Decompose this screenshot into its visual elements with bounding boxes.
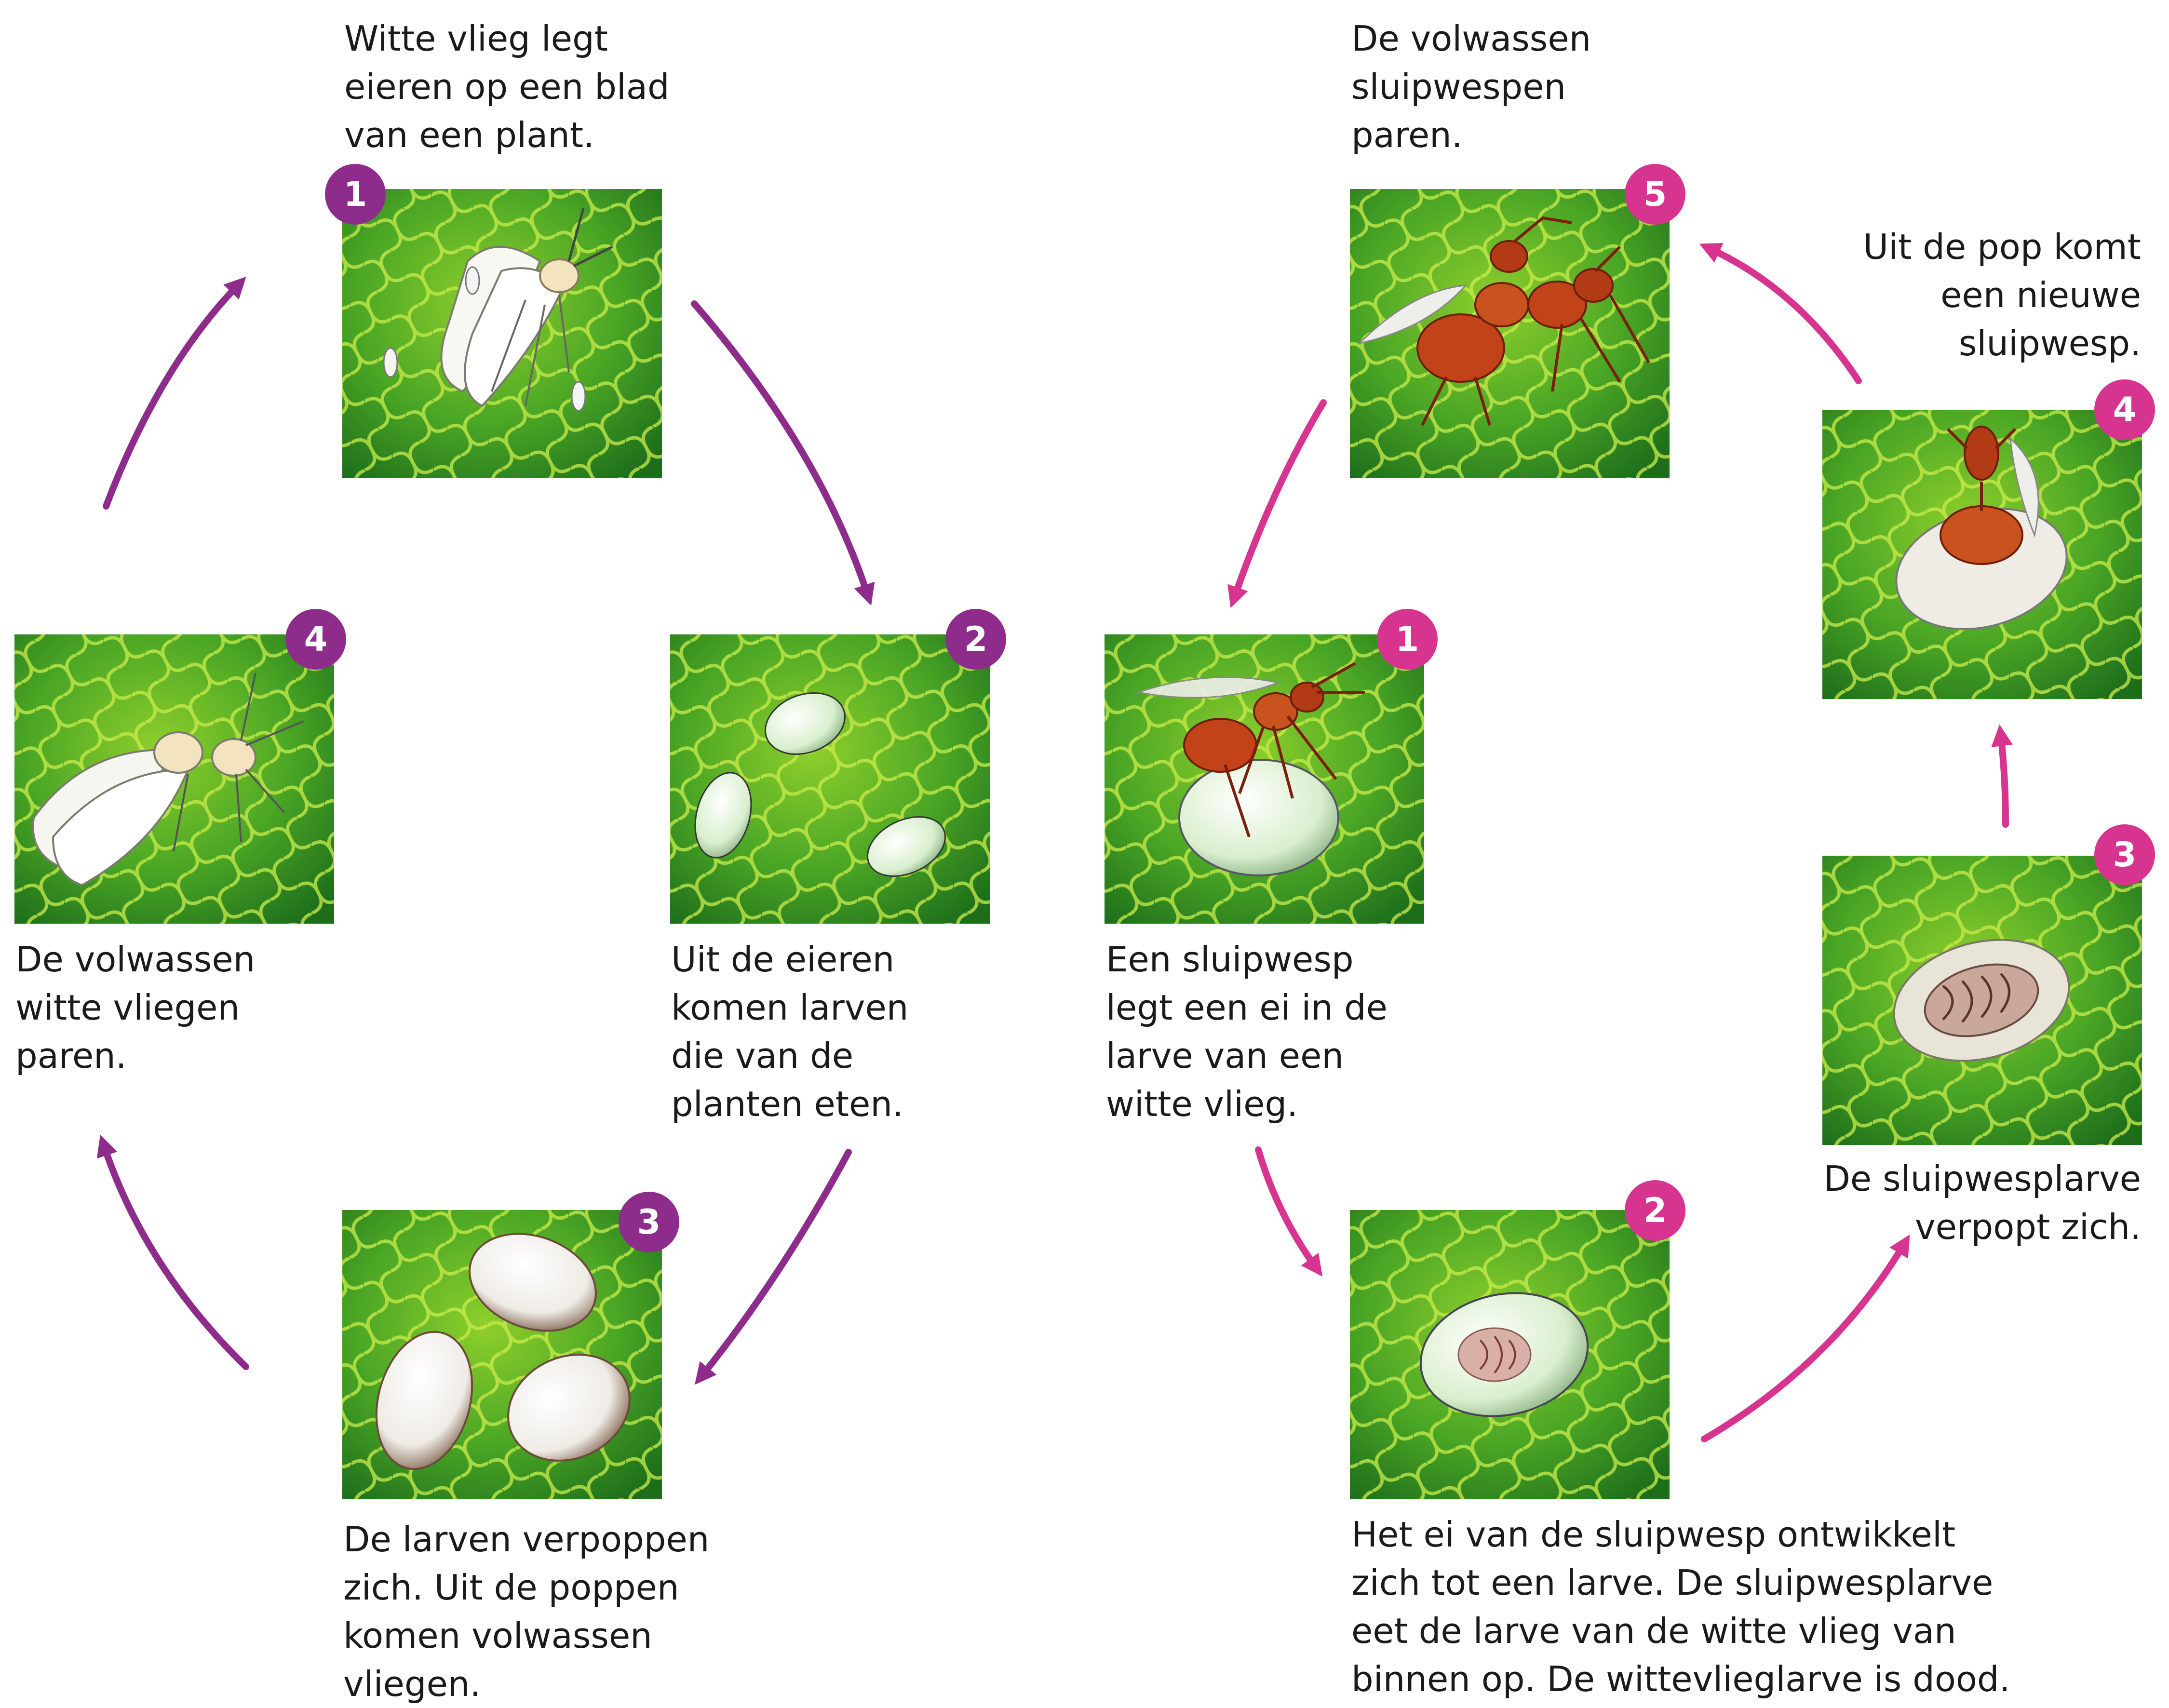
arrow-2-to-3 <box>694 1149 852 1385</box>
whitefly-step-1-badge: 1 <box>325 164 386 225</box>
wasp-step-2-caption: Het ei van de sluipwesp ontwikkelt zich … <box>1351 1514 2010 1699</box>
arrow-w2-to-w3 <box>1701 1234 1910 1442</box>
arrow-w5-to-w1 <box>1227 399 1327 608</box>
whitefly-step-4-image <box>14 634 334 924</box>
wasp-pupa-icon <box>1893 939 2070 1062</box>
whitefly-larvae-icon <box>694 692 946 877</box>
whitefly-step-1-caption: Witte vlieg legt eieren op een blad van … <box>344 18 670 155</box>
wasp-larva-inside-host-icon <box>1419 1292 1589 1417</box>
whitefly-step-2-badge: 2 <box>945 609 1006 670</box>
wasp-cycle-arrows <box>1227 243 2013 1442</box>
wasp-step-1-badge: 1 <box>1377 609 1438 670</box>
whitefly-step-4-badge: 4 <box>285 609 346 670</box>
wasp-step-1-image <box>1105 634 1424 924</box>
wasp-step-5-badge: 5 <box>1625 164 1685 225</box>
whitefly-step-3-badge: 3 <box>619 1192 679 1252</box>
whitefly-step-1-image <box>342 189 662 478</box>
wasp-step-5-image <box>1350 189 1670 478</box>
arrow-3-to-4 <box>96 1134 249 1370</box>
whitefly-step-2-image <box>670 634 990 924</box>
whiteflies-mating-icon <box>32 672 304 887</box>
arrow-w3-to-w4 <box>1991 724 2013 828</box>
whitefly-step-3-caption: De larven verpoppen zich. Uit de poppen … <box>343 1519 710 1704</box>
arrow-1-to-2 <box>691 300 875 606</box>
wasps-mating-icon <box>1357 216 1650 426</box>
wasp-emerging-icon <box>1895 426 2068 630</box>
wasp-step-3-badge: 3 <box>2094 824 2155 885</box>
wasp-step-4-badge: 4 <box>2094 379 2155 440</box>
wasp-step-2-badge: 2 <box>1625 1180 1685 1241</box>
arrow-4-to-1 <box>103 276 246 510</box>
whitefly-step-2-caption: Uit de eieren komen larven die van de pl… <box>671 939 909 1124</box>
wasp-step-3-image <box>1822 856 2142 1145</box>
whitefly-step-3-image <box>342 1210 662 1499</box>
wasp-step-4-caption: Uit de pop komt een nieuwe sluipwesp. <box>1863 227 2141 363</box>
whitefly-step-4-caption: De volwassen witte vliegen paren. <box>15 939 256 1076</box>
wasp-step-3-caption: De sluipwesplarve verpopt zich. <box>1823 1158 2141 1247</box>
arrow-w4-to-w5 <box>1699 243 1862 384</box>
wasp-laying-egg-in-larva-icon <box>1135 662 1365 876</box>
wasp-step-1-caption: Een sluipwesp legt een ei in de larve va… <box>1106 939 1388 1124</box>
whitefly-laying-eggs-icon <box>383 208 613 412</box>
wasp-step-5-caption: De volwassen sluipwespen paren. <box>1351 18 1591 155</box>
arrow-w1-to-w2 <box>1255 1146 1323 1277</box>
wasp-step-4-image <box>1822 410 2142 699</box>
wasp-step-2-image <box>1350 1210 1670 1499</box>
whitefly-pupae-icon <box>375 1233 631 1470</box>
whitefly-cycle-arrows <box>96 276 875 1385</box>
